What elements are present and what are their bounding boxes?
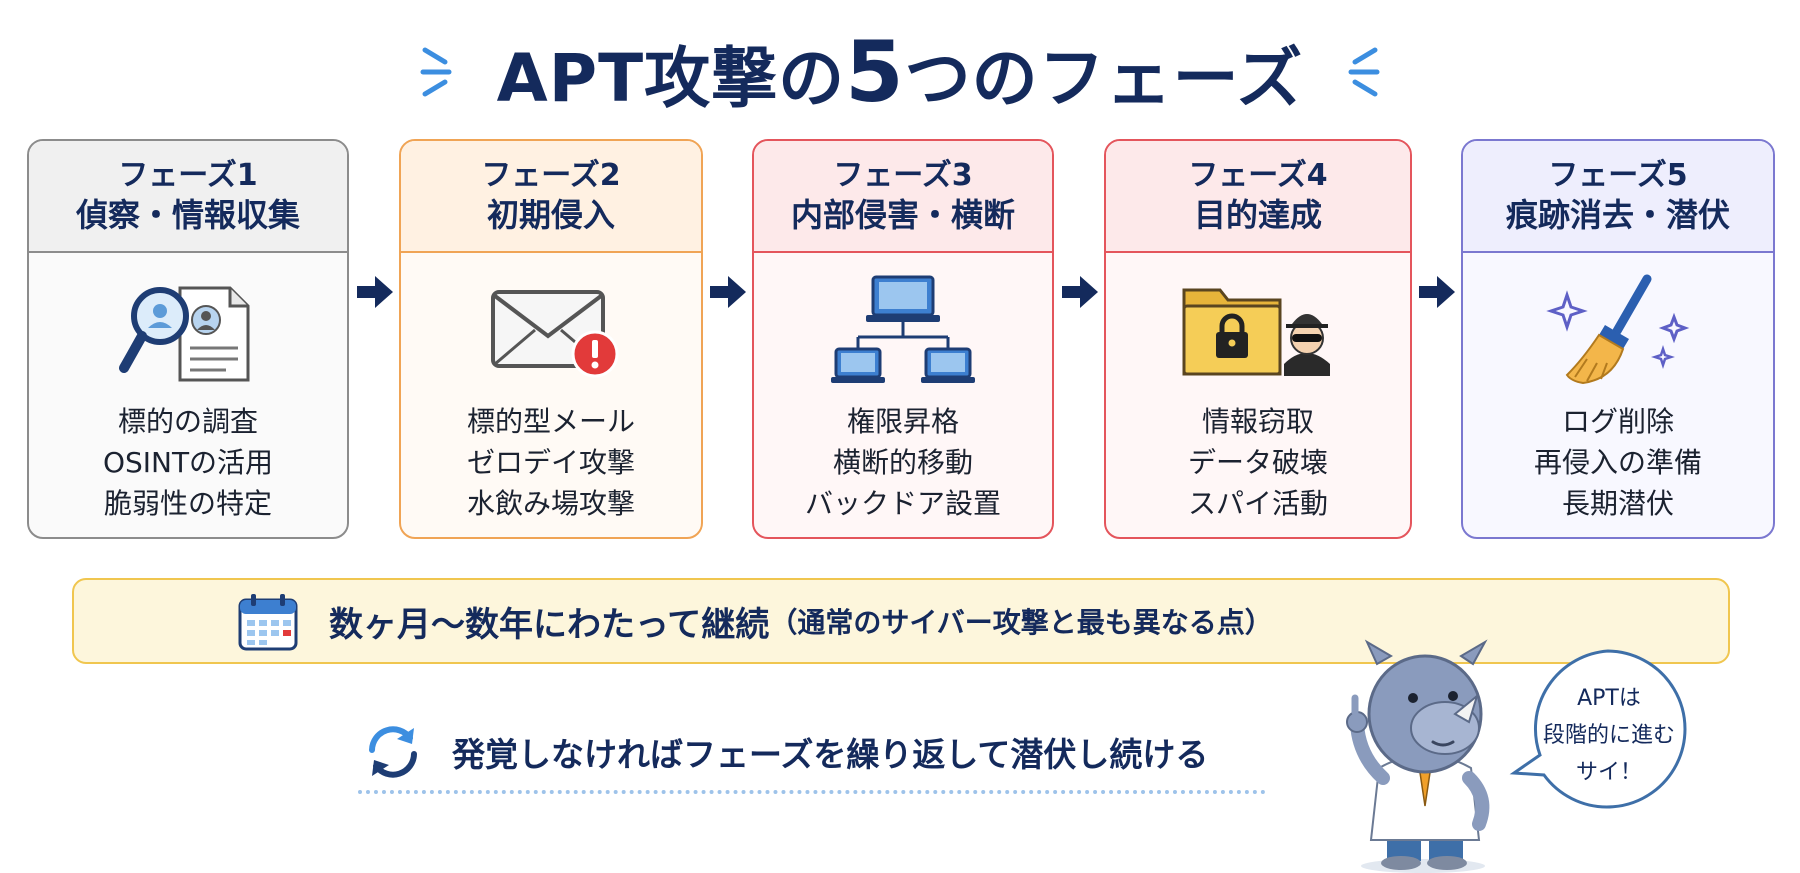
phase-name: 初期侵入 [486,195,615,234]
banner-main-text: 数ヶ月〜数年にわたって継続 [329,604,770,645]
arrow-right-icon [357,276,393,308]
calendar-icon [238,594,298,651]
phase-number: フェーズ2 [481,158,621,194]
sparkle-right-icon [1343,42,1383,102]
refresh-cycle-icon [369,726,417,778]
phase-items: 情報窃取 データ破壊 スパイ活動 [1106,401,1410,524]
page-title-row: APT攻撃の5つのフェーズ [0,22,1800,122]
phase-item: 再侵入の準備 [1533,446,1702,479]
bubble-line: サイ！ [1575,759,1642,785]
network-computers-icon [754,268,1052,393]
bubble-line: 段階的に進む [1542,722,1675,748]
phase-item: スパイ活動 [1187,487,1328,520]
phase-items: 標的型メール ゼロデイ攻撃 水飲み場攻撃 [401,401,701,524]
phase-item: 横断的移動 [832,446,973,479]
speech-bubble [1509,649,1687,809]
phase-name: 目的達成 [1193,195,1322,234]
dotted-divider [358,790,1266,794]
phase-number: フェーズ4 [1188,158,1328,194]
phase-name: 内部侵害・横断 [790,195,1015,234]
locked-folder-spy-icon [1106,268,1410,393]
duration-banner: 数ヶ月〜数年にわたって継続 （通常のサイバー攻撃と最も異なる点） [72,578,1730,664]
phase-header: フェーズ2 初期侵入 [401,141,701,253]
phase-item: 長期潜伏 [1561,487,1674,520]
phase-item: 権限昇格 [846,405,959,438]
arrow-right-icon [1062,276,1098,308]
phase-name: 偵察・情報収集 [75,195,300,234]
phase-header: フェーズ3 内部侵害・横断 [754,141,1052,253]
phase-item: データ破壊 [1187,446,1328,479]
phase-header: フェーズ1 偵察・情報収集 [29,141,347,253]
phase-number: フェーズ5 [1548,158,1688,194]
phase-card-2: フェーズ2 初期侵入 標的型メール ゼロデイ攻撃 水飲み場攻撃 [399,139,703,539]
envelope-alert-icon [401,268,701,393]
phase-number: フェーズ3 [833,158,973,194]
sparkle-left-icon [417,42,457,102]
speech-bubble-text: APTは 段階的に進む サイ！ [1523,652,1695,818]
phase-item: バックドア設置 [804,487,1001,520]
arrow-right-icon [1419,276,1455,308]
loop-note-text: 発覚しなければフェーズを繰り返して潜伏し続ける [452,735,1209,774]
phase-item: 標的の調査 [117,405,258,438]
banner-note-text: （通常のサイバー攻撃と最も異なる点） [769,606,1273,639]
phase-header: フェーズ5 痕跡消去・潜伏 [1463,141,1773,253]
phase-name: 痕跡消去・潜伏 [1505,195,1730,234]
phase-number: フェーズ1 [118,158,258,194]
phase-item: OSINTの活用 [102,446,274,479]
bubble-line: APTは [1577,685,1641,711]
phase-card-5: フェーズ5 痕跡消去・潜伏 ログ削除 再侵入の準備 長期潜伏 [1461,139,1775,539]
phase-header: フェーズ4 目的達成 [1106,141,1410,253]
broom-sparkle-icon [1463,268,1773,393]
phase-items: 標的の調査 OSINTの活用 脆弱性の特定 [29,401,347,524]
phase-item: 水飲み場攻撃 [466,487,635,520]
rhino-mascot-image [1346,639,1490,873]
phase-item: ゼロデイ攻撃 [466,446,635,479]
magnifier-document-icon [29,268,347,393]
phase-item: 標的型メール [466,405,635,438]
phase-card-1: フェーズ1 偵察・情報収集 標的の調査 OSINTの活用 脆弱性の特定 [27,139,349,539]
phase-card-4: フェーズ4 目的達成 情報窃取 データ破壊 スパイ活動 [1104,139,1412,539]
phase-item: 情報窃取 [1201,405,1314,438]
arrow-right-icon [710,276,746,308]
page-title: APT攻撃の5つのフェーズ [496,23,1304,121]
phase-item: 脆弱性の特定 [103,487,272,520]
phase-items: ログ削除 再侵入の準備 長期潜伏 [1463,401,1773,524]
phase-items: 権限昇格 横断的移動 バックドア設置 [754,401,1052,524]
phase-card-3: フェーズ3 内部侵害・横断 権限昇格 横断的移動 バックドア設置 [752,139,1054,539]
phase-item: ログ削除 [1561,405,1674,438]
banner-text: 数ヶ月〜数年にわたって継続 （通常のサイバー攻撃と最も異なる点） [329,580,1273,662]
